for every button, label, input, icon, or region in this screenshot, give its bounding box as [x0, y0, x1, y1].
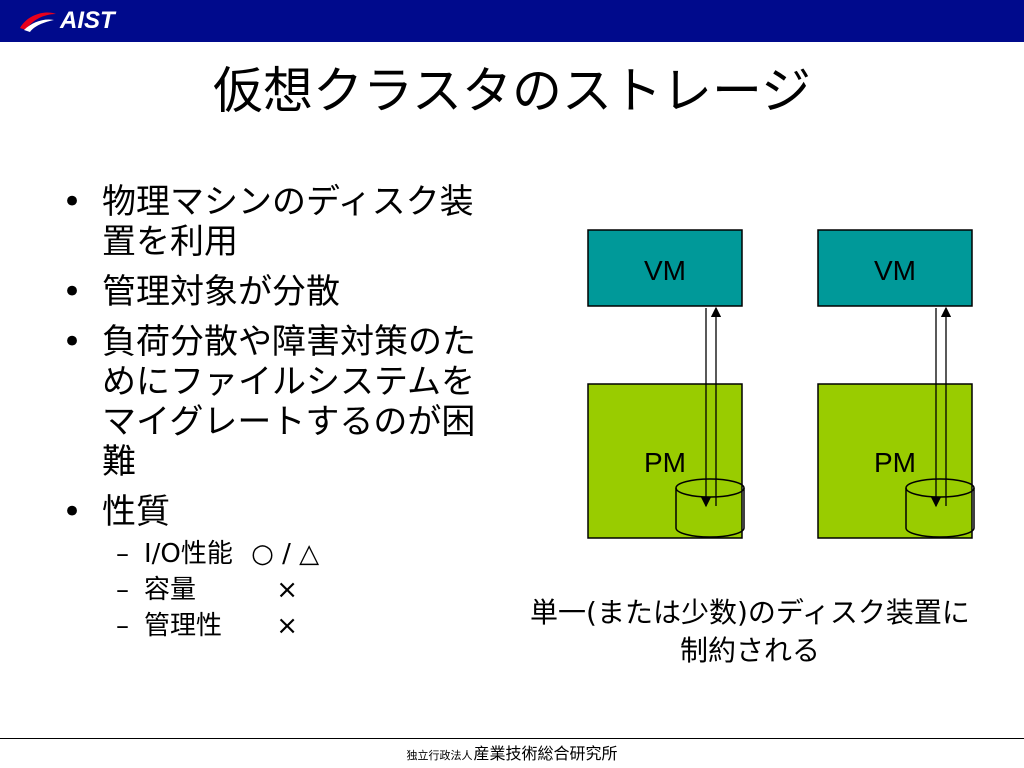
property-rating: ○ / △ [251, 539, 320, 569]
bullet-item: • 物理マシンのディスク装置を利用 [62, 182, 492, 262]
aist-logo: AIST [18, 6, 115, 36]
header-bar: AIST [0, 0, 1024, 42]
footer-org-prefix: 独立行政法人 [406, 749, 473, 762]
footer-divider [0, 738, 1024, 739]
property-item: – 管理性 × [102, 608, 492, 644]
bullet-marker: • [62, 322, 83, 362]
property-item: – 容量 × [102, 572, 492, 608]
logo-swoosh-icon [20, 12, 56, 32]
caption-line-1: 単一(または少数)のディスク装置に [530, 596, 970, 629]
vm-box [817, 229, 973, 307]
bullet-item: • 負荷分散や障害対策のためにファイルシステムをマイグレートするのが困難 [62, 322, 492, 482]
property-item: – I/O性能 ○ / △ [102, 536, 492, 572]
bullet-text: 物理マシンのディスク装置を利用 [102, 182, 474, 262]
vm-box [587, 229, 743, 307]
sub-marker: – [116, 539, 129, 569]
property-label: 管理性 [144, 611, 223, 641]
node-left: VM PM [587, 229, 745, 539]
bullet-item: • 管理対象が分散 [62, 272, 492, 312]
caption-line-2: 制約される [679, 634, 820, 667]
footer-org-name: 産業技術総合研究所 [473, 744, 618, 763]
footer-organization: 独立行政法人産業技術総合研究所 [0, 744, 1024, 766]
bullet-marker: • [62, 182, 83, 222]
bullet-item: • 性質 – I/O性能 ○ / △ – 容量 × – 管理性 × [62, 492, 492, 644]
logo-text: AIST [60, 7, 115, 34]
sub-marker: – [116, 575, 129, 605]
vm-label: VM [874, 255, 916, 286]
bullet-text: 性質 [102, 492, 170, 532]
property-rating: × [276, 575, 299, 605]
pm-label: PM [874, 447, 916, 478]
bullet-list: • 物理マシンのディスク装置を利用 • 管理対象が分散 • 負荷分散や障害対策の… [62, 182, 492, 654]
diagram-caption: 単一(または少数)のディスク装置に 制約される [486, 594, 1014, 670]
vm-label: VM [644, 255, 686, 286]
sub-marker: – [116, 611, 129, 641]
node-right: VM PM [817, 229, 975, 539]
storage-diagram: VM PM VM PM [587, 229, 975, 539]
bullet-marker: • [62, 492, 83, 532]
property-label: I/O性能 [144, 539, 233, 569]
bullet-text: 管理対象が分散 [102, 272, 340, 312]
property-rating: × [276, 611, 299, 641]
pm-label: PM [644, 447, 686, 478]
bullet-text: 負荷分散や障害対策のためにファイルシステムをマイグレートするのが困難 [102, 322, 476, 482]
property-label: 容量 [144, 575, 197, 605]
slide-title: 仮想クラスタのストレージ [213, 62, 811, 120]
bullet-marker: • [62, 272, 83, 312]
property-list: – I/O性能 ○ / △ – 容量 × – 管理性 × [102, 536, 492, 644]
